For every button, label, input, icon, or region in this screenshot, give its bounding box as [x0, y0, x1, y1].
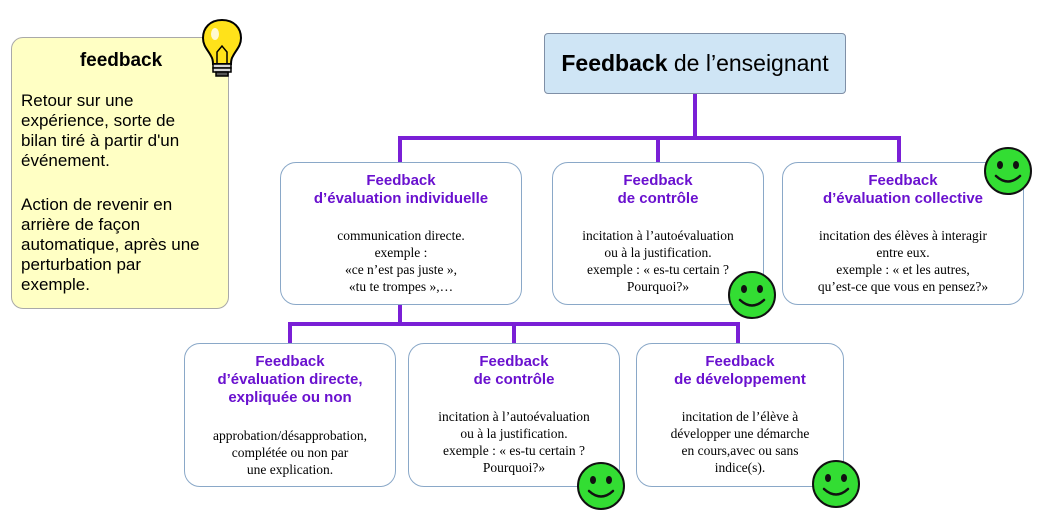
node-body-line: indice(s).	[714, 460, 766, 475]
node-body-line: Pourquoi?»	[482, 460, 546, 475]
node-title-line: de développement	[674, 371, 806, 388]
definition-line: Action de revenir en	[21, 195, 173, 214]
root-title-rest: de l’enseignant	[667, 50, 829, 76]
root-node: Feedback de l’enseignant	[544, 33, 846, 94]
definition-line: arrière de façon	[21, 215, 141, 234]
node-title-line: Feedback	[623, 172, 693, 189]
lightbulb-icon	[201, 18, 243, 77]
node-body-line: incitation à l’autoévaluation	[582, 228, 734, 243]
node-title-line: d’évaluation individuelle	[313, 190, 489, 207]
node-control-2: Feedback de contrôle incitation à l’auto…	[408, 343, 620, 487]
node-title-line: expliquée ou non	[228, 389, 352, 406]
node-body-line: incitation de l’élève à	[681, 409, 799, 424]
definition-note: feedback Retour sur une expérience, sort…	[11, 37, 229, 309]
node-title-line: de contrôle	[617, 190, 699, 207]
node-body-line: ou à la justification.	[460, 426, 568, 441]
node-title-line: d’évaluation collective	[822, 190, 984, 207]
node-individual-evaluation: Feedback d’évaluation individuelle commu…	[280, 162, 522, 305]
node-collective-evaluation: Feedback d’évaluation collective incitat…	[782, 162, 1024, 305]
definition-line: expérience, sorte de	[21, 111, 176, 130]
smiley-icon	[728, 271, 776, 319]
node-body-line: entre eux.	[876, 245, 930, 260]
smiley-icon	[984, 147, 1032, 195]
node-title-line: d’évaluation directe,	[217, 371, 363, 388]
node-development: Feedback de développement incitation de …	[636, 343, 844, 487]
node-title-line: Feedback	[366, 172, 436, 189]
node-body-line: complétée ou non par	[231, 445, 349, 460]
node-body-line: en cours,avec ou sans	[681, 443, 799, 458]
node-body-line: incitation des élèves à interagir	[819, 228, 987, 243]
definition-paragraph-2: Action de revenir en arrière de façon au…	[21, 195, 226, 295]
node-title-line: Feedback	[255, 353, 325, 370]
smiley-icon	[577, 462, 625, 510]
node-body-line: Pourquoi?»	[626, 279, 690, 294]
node-body-line: «ce n’est pas juste »,	[344, 262, 458, 277]
node-body-line: approbation/désapprobation,	[212, 428, 368, 443]
node-body-line: communication directe.	[337, 228, 465, 243]
definition-line: bilan tiré à partir d'un	[21, 131, 180, 150]
node-body-line: exemple :	[374, 245, 428, 260]
definition-line: événement.	[21, 151, 110, 170]
node-body-line: exemple : « et les autres,	[836, 262, 970, 277]
smiley-icon	[812, 460, 860, 508]
node-title-line: de contrôle	[473, 371, 555, 388]
node-body-line: «tu te trompes »,…	[348, 279, 454, 294]
node-body-line: exemple : « es-tu certain ?	[586, 262, 730, 277]
definition-title: feedback	[79, 50, 163, 71]
definition-line: exemple.	[21, 275, 90, 294]
node-control-1: Feedback de contrôle incitation à l’auto…	[552, 162, 764, 305]
node-body-line: développer une démarche	[670, 426, 810, 441]
node-body-line: exemple : « es-tu certain ?	[442, 443, 586, 458]
node-body-line: qu’est-ce que vous en pensez?»	[817, 279, 989, 294]
definition-line: automatique, après une	[21, 235, 200, 254]
definition-line: Retour sur une	[21, 91, 134, 110]
node-title-line: Feedback	[705, 353, 775, 370]
node-direct-evaluation: Feedback d’évaluation directe, expliquée…	[184, 343, 396, 487]
definition-line: perturbation par	[21, 255, 142, 274]
node-body-line: incitation à l’autoévaluation	[438, 409, 590, 424]
node-body-line: une explication.	[246, 462, 334, 477]
node-body-line: ou à la justification.	[604, 245, 712, 260]
node-title-line: Feedback	[868, 172, 938, 189]
node-title-line: Feedback	[479, 353, 549, 370]
root-title-bold: Feedback	[561, 50, 668, 76]
definition-paragraph-1: Retour sur une expérience, sorte de bila…	[21, 91, 226, 171]
